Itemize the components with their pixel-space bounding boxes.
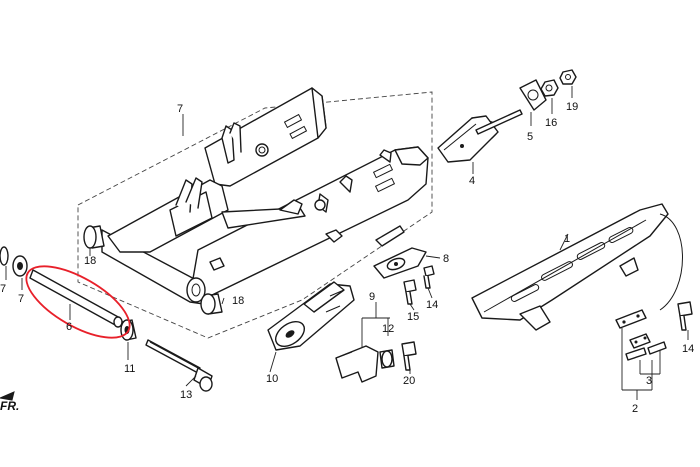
- callout-1: 1: [564, 233, 570, 245]
- washer-7-far-left: [0, 246, 9, 266]
- callout-10: 9: [369, 291, 375, 303]
- chain-slider: [267, 281, 355, 351]
- bolt-15: [677, 301, 693, 331]
- callout-20: 20: [403, 375, 415, 387]
- highlight-circle: [25, 265, 131, 339]
- callout-2: 2: [632, 403, 638, 415]
- swingarm: [101, 87, 429, 305]
- callout-4: 4: [469, 175, 475, 187]
- guide-bracket: [373, 247, 427, 279]
- bolt-20: [401, 341, 417, 371]
- callout-18-lower: 18: [232, 295, 244, 307]
- bolt-14-upper: [423, 265, 435, 289]
- pivot-bolt: [145, 339, 213, 392]
- guide-block: [335, 345, 379, 383]
- master-link: [625, 333, 667, 361]
- callout-7-left: 7: [18, 293, 24, 305]
- lock-nut: [559, 69, 577, 85]
- drive-chain: [615, 309, 647, 329]
- pivot-bushing-18-left: [83, 225, 105, 249]
- chain-adjuster: [437, 109, 523, 163]
- callout-6: 6: [66, 321, 72, 333]
- callout-14-lower: 15: [407, 311, 419, 323]
- direction-label: FR.: [0, 399, 19, 413]
- pivot-bushing-18-right: [200, 293, 223, 315]
- callout-3: 3: [646, 375, 652, 387]
- front-direction-arrow: [0, 391, 15, 401]
- callout-13: 13: [180, 389, 192, 401]
- assembly-outline: [77, 91, 433, 339]
- leader-lines: [5, 86, 689, 400]
- bolt-14-lower: [403, 279, 417, 305]
- callout-7-right: 11: [124, 363, 135, 375]
- callout-16: 16: [545, 117, 557, 129]
- callout-18-upper: 18: [84, 255, 96, 267]
- chain-case: [471, 203, 683, 331]
- callout-12: 12: [382, 323, 394, 335]
- adjuster-plate: [519, 79, 547, 111]
- washer-7-left: [12, 255, 28, 277]
- callout-19: 19: [566, 101, 578, 113]
- pivot-shaft: [29, 269, 123, 328]
- adjuster-nut: [540, 79, 559, 97]
- callout-7-far-left: 7: [0, 283, 6, 295]
- callout-15: 14: [682, 343, 694, 355]
- callout-11: 7: [177, 103, 183, 115]
- callout-14-upper: 14: [426, 299, 438, 311]
- callout-5: 5: [527, 131, 533, 143]
- callout-labels: 7 5 16 19 4 1 8 18 18 7 7 11 6 14 15 9 1…: [0, 101, 694, 415]
- collar: [379, 349, 395, 369]
- callout-9: 10: [266, 373, 278, 385]
- callout-8: 8: [443, 253, 449, 265]
